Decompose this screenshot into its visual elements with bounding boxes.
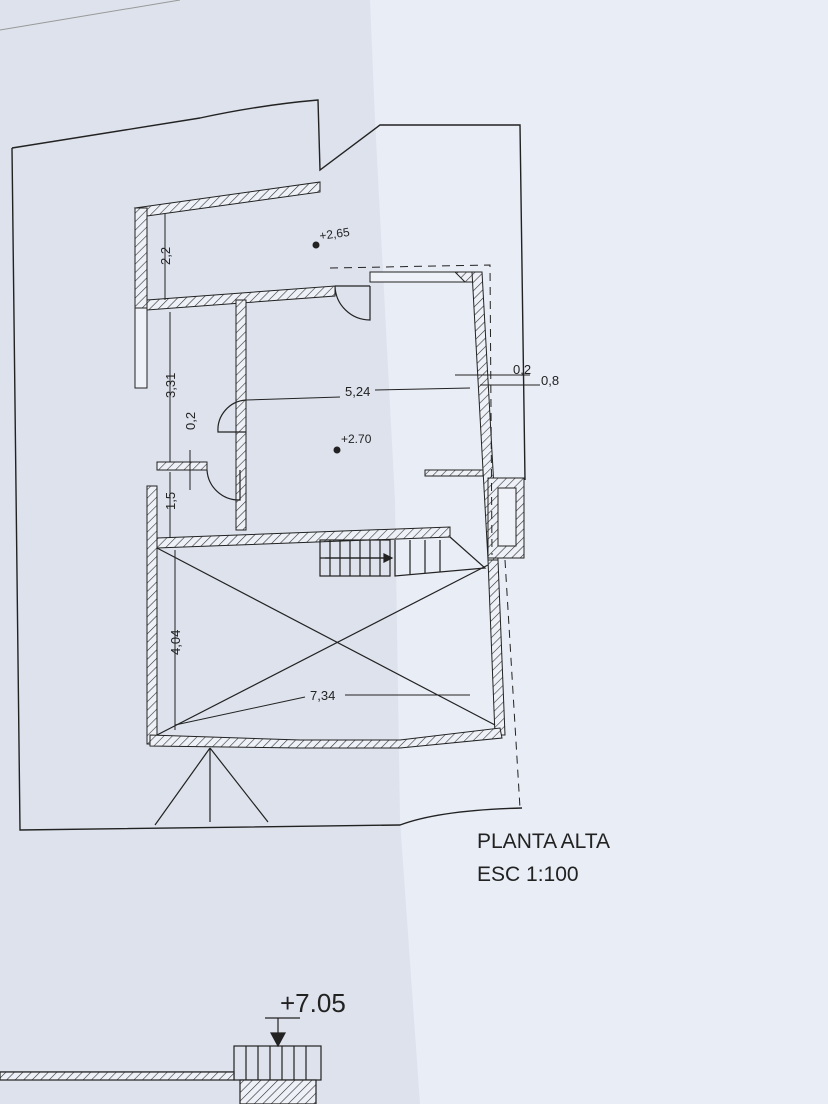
- site-outline: [11, 99, 526, 831]
- dimension-2-2: 2,2: [158, 247, 173, 265]
- dimension-7-34: 7,34: [310, 688, 335, 703]
- stair-void: [154, 536, 496, 826]
- dimension-4-04: 4,04: [168, 630, 183, 655]
- level-upper-terrace: +2,65: [318, 225, 350, 243]
- dimension-lines: [164, 214, 540, 730]
- level-section-top: +7.05: [280, 988, 346, 1018]
- paper-edge-top: [0, 0, 181, 31]
- plan-scale: ESC 1:100: [477, 863, 579, 886]
- dimension-1-5: 1,5: [163, 492, 178, 510]
- level-main-floor: +2.70: [341, 432, 372, 446]
- level-marker-icon: [333, 446, 341, 454]
- level-marker-icon: [312, 241, 320, 249]
- paper-right-fold: [370, 0, 828, 1104]
- plan-title: PLANTA ALTA: [477, 830, 610, 853]
- walls: [133, 181, 525, 749]
- dimension-3-31: 3,31: [163, 373, 178, 398]
- dimension-5-24: 5,24: [345, 384, 370, 399]
- dimension-0-2-left: 0,2: [183, 412, 198, 430]
- section-drawing: [0, 1017, 322, 1104]
- doors: [206, 285, 371, 501]
- dimension-0-2-right: 0,2: [513, 362, 531, 377]
- dashed-outline: [329, 264, 521, 809]
- dimension-0-8: 0,8: [541, 373, 559, 388]
